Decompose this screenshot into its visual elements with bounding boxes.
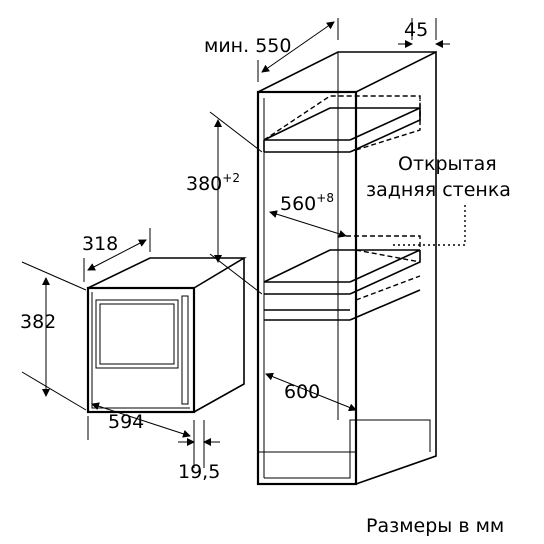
appliance-top (87, 257, 247, 289)
dim-depth (265, 372, 357, 412)
cabinet-front-frame (256, 90, 358, 486)
open-back-leader (390, 205, 466, 246)
appliance-inner-edge (91, 292, 190, 409)
dim-appliance-height (21, 261, 87, 411)
min-width-label: мин. 550 (204, 35, 291, 57)
cabinet-bottom (257, 451, 356, 484)
appliance-door-window (95, 299, 179, 369)
back-gap-label: 45 (404, 19, 428, 41)
units-note: Размеры в мм (366, 515, 504, 537)
niche-width-label: 560+8 (280, 191, 334, 215)
dim-min-width (257, 18, 339, 82)
appliance (86, 257, 247, 414)
depth-label: 600 (284, 381, 320, 403)
dim-back-gap (398, 18, 450, 48)
appliance-height-label: 382 (20, 311, 56, 333)
open-back-line1: Открытая (398, 153, 497, 175)
open-back-line2: задняя стенка (366, 179, 511, 201)
niche-open-back (355, 249, 421, 301)
front-thickness-label: 19,5 (178, 461, 220, 483)
dim-niche-height (209, 111, 263, 295)
appliance-width-label: 594 (108, 411, 144, 433)
cabinet-plinth (264, 419, 431, 479)
niche-shelf (263, 249, 421, 295)
dim-front-thickness (178, 420, 220, 468)
appliance-right-side (193, 258, 245, 413)
lower-shelf (264, 289, 421, 321)
niche-height-label: 380+2 (186, 171, 240, 195)
upper-open-back (355, 100, 421, 151)
cabinet (256, 50, 466, 486)
appliance-panel (181, 295, 189, 405)
upper-shelf-dashed (263, 95, 421, 141)
upper-shelf (263, 107, 421, 153)
cabinet-right-side (355, 50, 437, 485)
dim-appliance-depth (83, 228, 151, 282)
cabinet-top-edge (257, 51, 436, 93)
appliance-door-window-inner (99, 303, 175, 365)
appliance-depth-label: 318 (82, 233, 118, 255)
dim-niche-width (269, 210, 347, 238)
niche-shelf-dashed (338, 235, 421, 250)
